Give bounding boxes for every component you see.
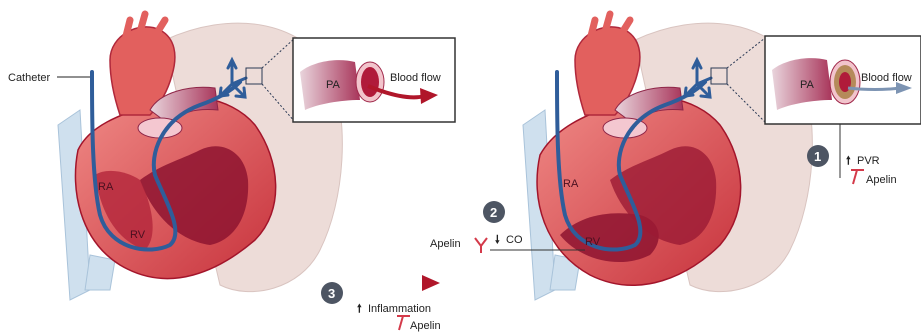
inflammation-up-arrow: 🠕 bbox=[357, 302, 362, 315]
apelin-label-1: Apelin bbox=[866, 174, 897, 186]
inflammation-label: Inflammation bbox=[368, 303, 431, 315]
co-label: CO bbox=[506, 234, 523, 246]
co-down-arrow: 🠗 bbox=[495, 234, 500, 246]
apelin-label-3: Apelin bbox=[410, 320, 441, 332]
svg-text:3: 3 bbox=[328, 286, 335, 301]
apelin-inhibit-icon-1 bbox=[851, 170, 864, 184]
svg-text:2: 2 bbox=[490, 205, 497, 220]
pvr-up-arrow: 🠕 bbox=[846, 154, 851, 167]
apelin-inhibit-icon-2 bbox=[475, 238, 487, 253]
apelin-inhibit-icon-3 bbox=[397, 316, 410, 330]
left-pa-label: PA bbox=[326, 79, 341, 91]
right-blood-flow-label: Blood flow bbox=[861, 72, 912, 84]
apelin-label-2: Apelin bbox=[430, 238, 461, 250]
left-ra-label: RA bbox=[98, 181, 114, 193]
right-rv-label: RV bbox=[585, 236, 601, 248]
catheter-label: Catheter bbox=[8, 72, 51, 84]
right-blood-flow-arrow bbox=[848, 88, 900, 90]
left-rv-label: RV bbox=[130, 229, 146, 241]
svg-text:1: 1 bbox=[814, 149, 821, 164]
right-ra-label: RA bbox=[563, 178, 579, 190]
pvr-label: PVR bbox=[857, 155, 880, 167]
right-pa-label: PA bbox=[800, 79, 815, 91]
left-blood-flow-label: Blood flow bbox=[390, 72, 441, 84]
